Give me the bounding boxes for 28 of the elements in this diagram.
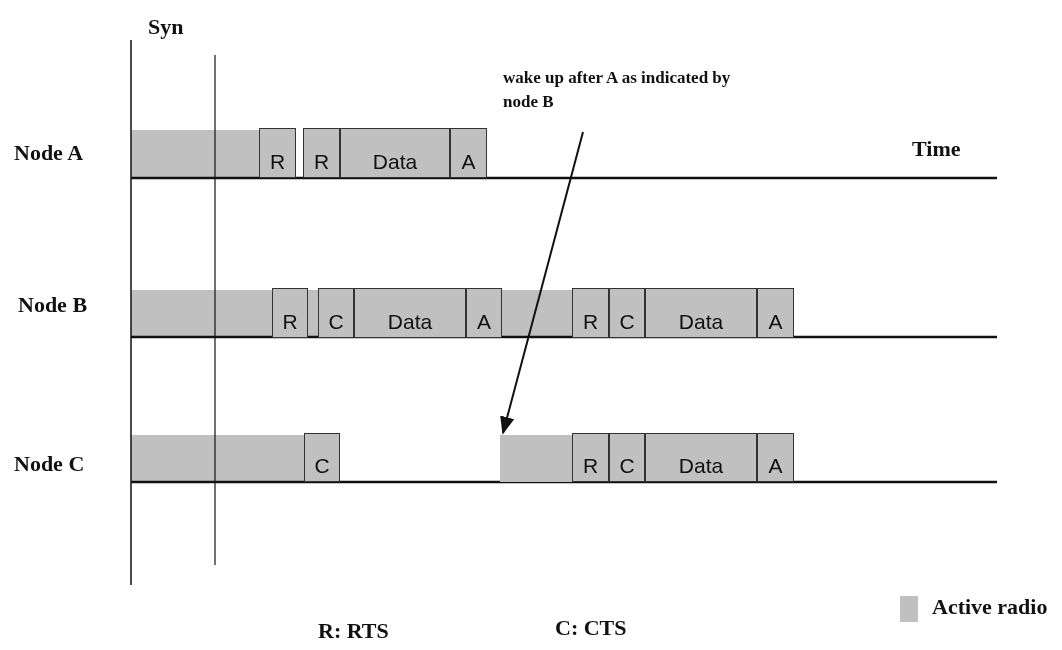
- arrow: [500, 131, 584, 435]
- packet-box: C: [318, 288, 354, 338]
- packet-box: R: [259, 128, 296, 178]
- legend-note: R: RTS: [318, 618, 389, 644]
- packet-box: A: [450, 128, 487, 178]
- legend-label: Active radio: [932, 594, 1048, 620]
- axis-label: Time: [912, 136, 961, 162]
- annotation-text: wake up after A as indicated by node B: [503, 66, 753, 130]
- active-radio-bar: [500, 435, 572, 482]
- legend-note: C: CTS: [555, 615, 627, 641]
- row-label: Node C: [14, 451, 85, 477]
- packet-box: Data: [645, 433, 757, 482]
- row-label: Node A: [14, 140, 84, 166]
- packet-box: A: [466, 288, 502, 338]
- packet-box: R: [303, 128, 340, 178]
- packet-box: Data: [340, 128, 450, 178]
- packet-box: R: [572, 433, 609, 482]
- row-label: Syn: [148, 14, 184, 40]
- packet-box: R: [272, 288, 308, 338]
- packet-box: A: [757, 433, 794, 482]
- packet-box: R: [572, 288, 609, 338]
- row-label: Node B: [18, 292, 88, 318]
- packet-box: C: [304, 433, 340, 482]
- packet-box: A: [757, 288, 794, 338]
- packet-box: Data: [645, 288, 757, 338]
- packet-box: C: [609, 433, 645, 482]
- packet-box: Data: [354, 288, 466, 338]
- packet-box: C: [609, 288, 645, 338]
